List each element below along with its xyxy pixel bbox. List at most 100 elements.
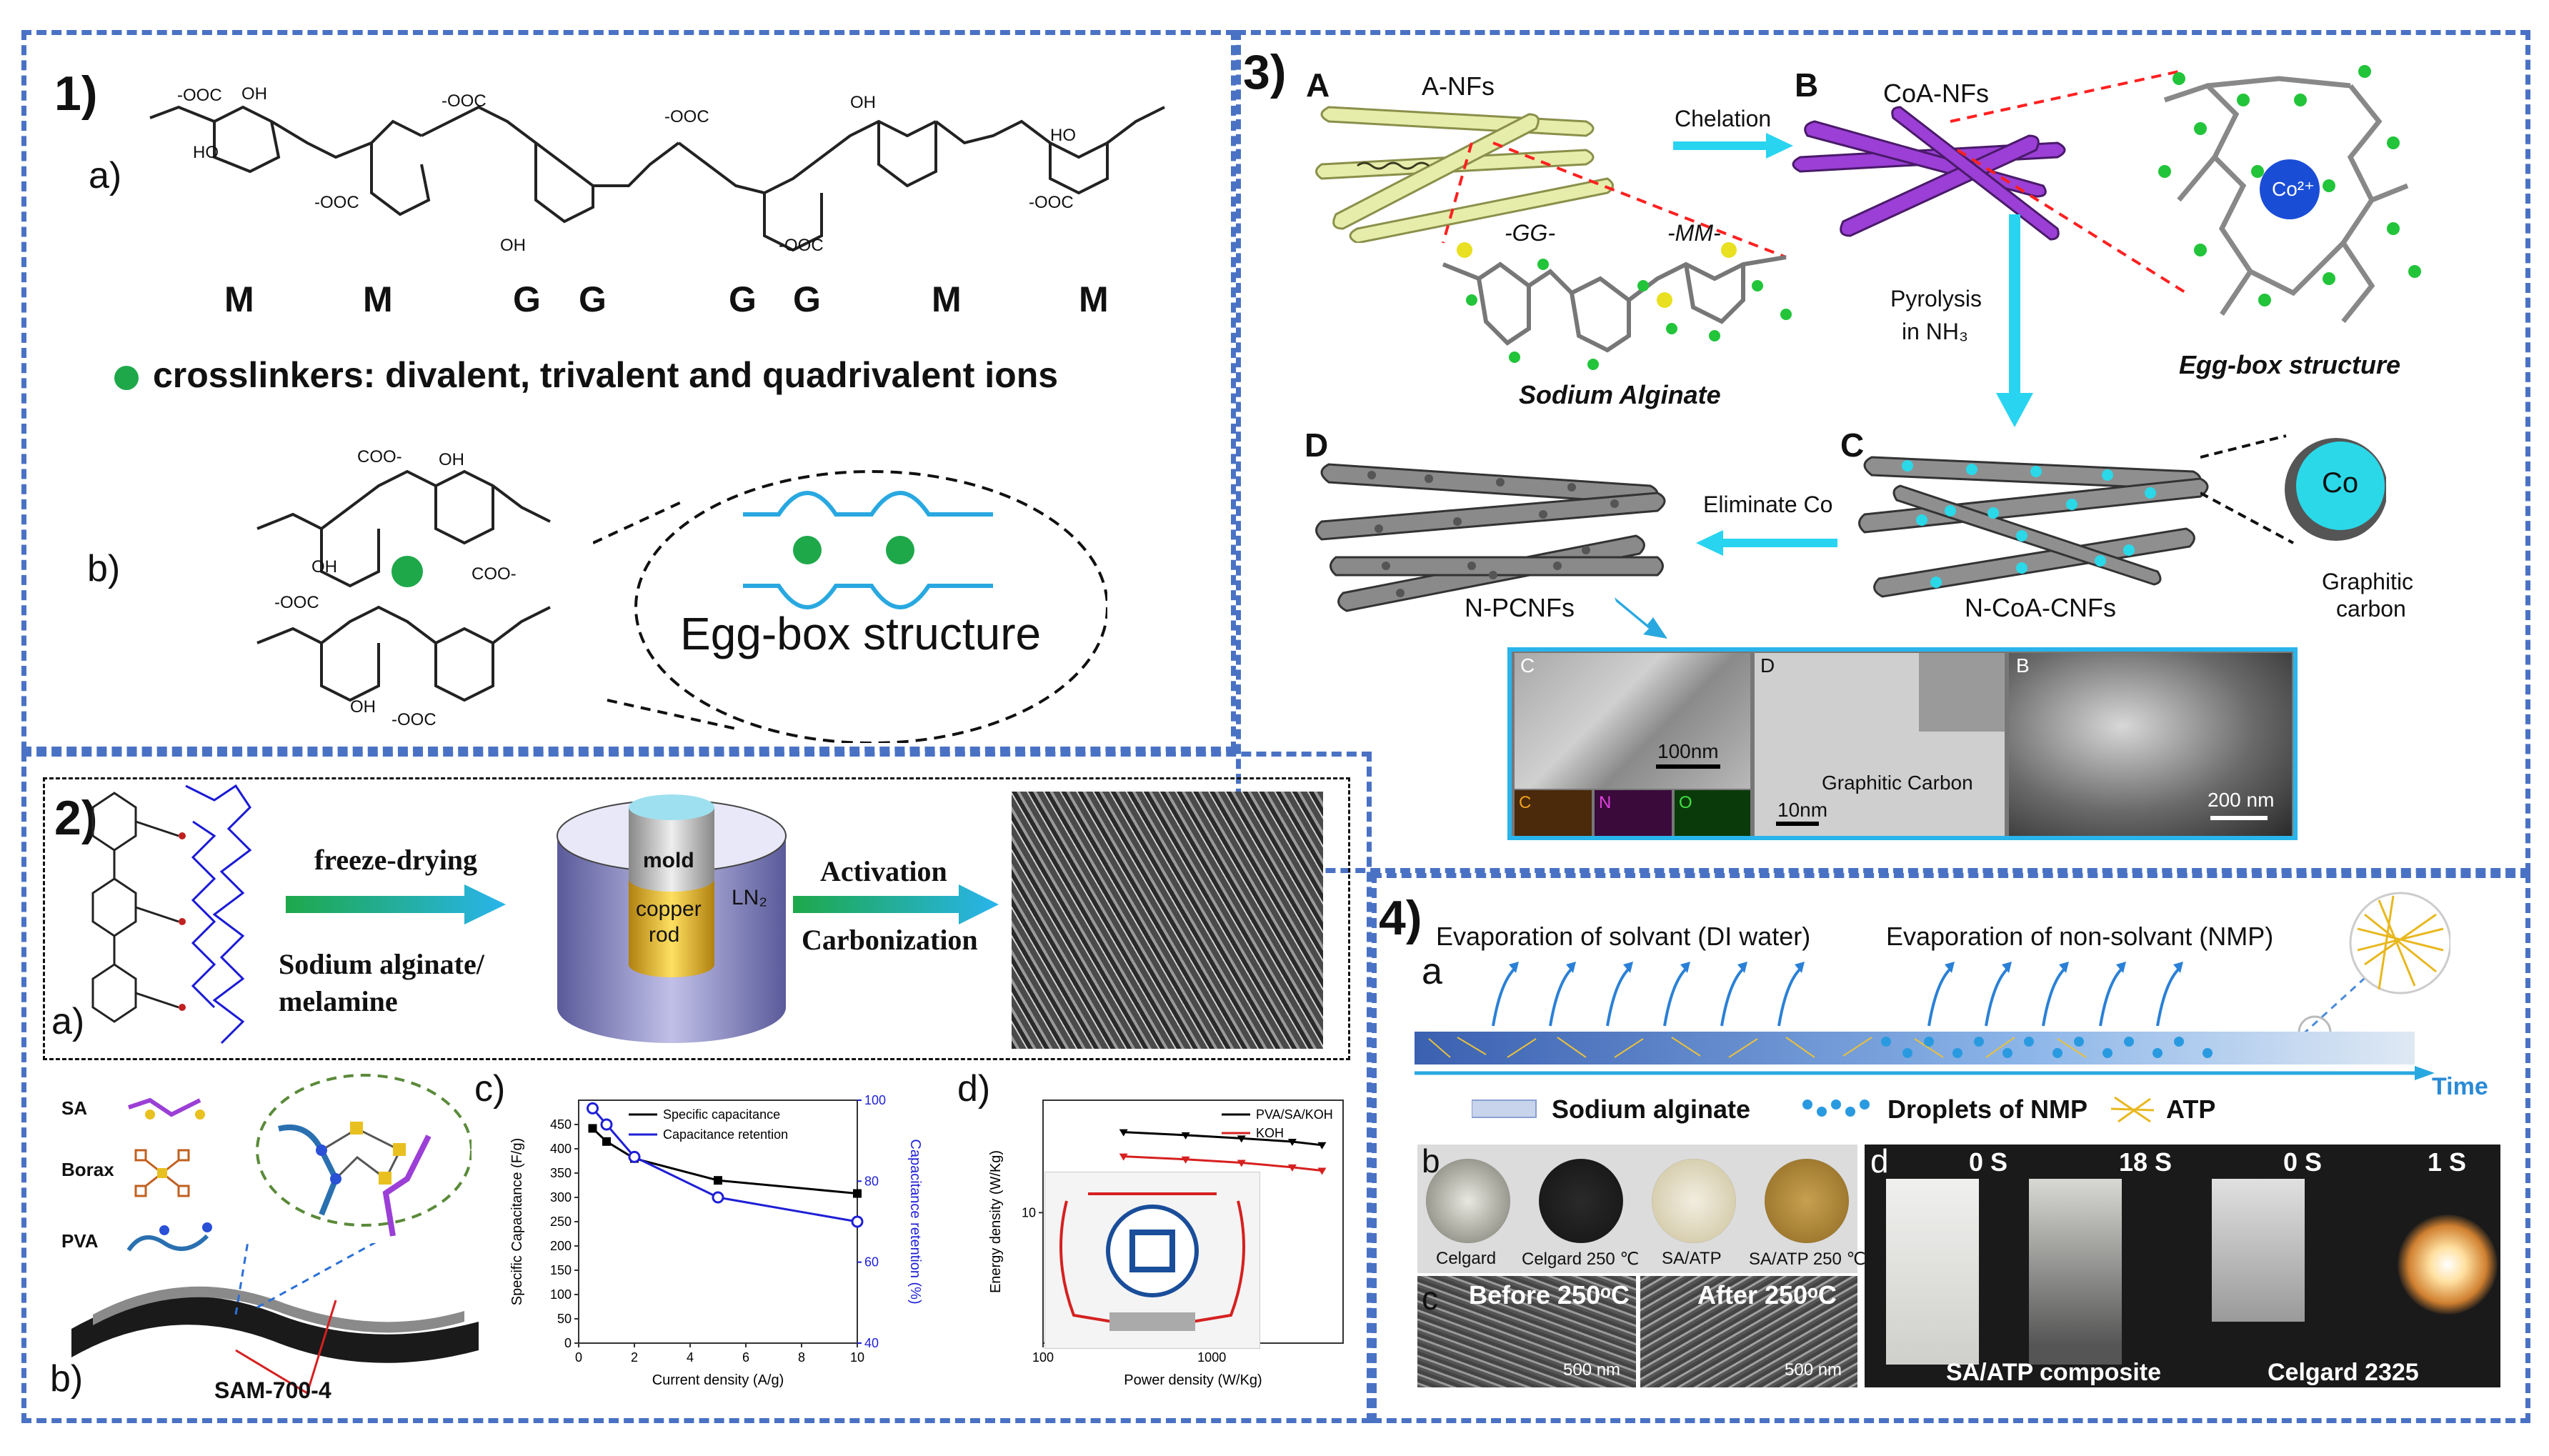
legend-label: Capacitance retention	[663, 1127, 788, 1142]
y-tick-label: 10	[1022, 1205, 1036, 1220]
eds-c-label: C	[1519, 793, 1532, 812]
x-tick-label: 4	[687, 1350, 694, 1365]
series-line	[592, 1107, 858, 1223]
panel-3-A-name: A-NFs	[1422, 71, 1495, 101]
eds-n-label: N	[1599, 793, 1612, 812]
panel-2-border	[21, 752, 1372, 1423]
dish-label: SA/ATP 250 ℃	[1749, 1250, 1866, 1269]
y-tick-label: 450	[550, 1117, 572, 1132]
y-tick-label: 250	[550, 1215, 572, 1229]
data-point	[1317, 1142, 1327, 1150]
legend-label: Specific capacitance	[663, 1107, 780, 1122]
evaporation-arrows	[1492, 962, 2183, 1027]
co-ion-label: Co²⁺	[2272, 178, 2315, 200]
sodium-alginate-melamine-label-2: melamine	[279, 985, 398, 1017]
y-tick-label: 300	[550, 1190, 572, 1205]
y2-tick-label: 80	[864, 1174, 879, 1188]
chem-label-1: -OOC	[177, 86, 222, 105]
time-label-1s: 1 S	[2428, 1147, 2467, 1177]
dish-sa-atp	[1652, 1159, 1736, 1243]
activation-arrow	[793, 884, 999, 924]
evap-solvent-label: Evaporation of solvant (DI water)	[1436, 922, 1811, 951]
chem-label-17: -OOC	[391, 710, 437, 729]
npcnf-label: N-PCNFs	[1465, 593, 1575, 622]
tem-c-scale: 100nm	[1657, 740, 1719, 762]
panel-3-border	[1236, 30, 2530, 873]
npcnf-fibers	[1315, 463, 1666, 612]
chelation-label: Chelation	[1675, 106, 1772, 131]
before-label: Before 250ᵒC	[1469, 1280, 1630, 1310]
eggbox-label: Egg-box structure	[680, 608, 1042, 659]
after-label: After 250ᵒC	[1697, 1280, 1837, 1310]
celgard-2325-label: Celgard 2325	[2268, 1359, 2419, 1386]
panel-4-number: 4)	[1379, 891, 1422, 945]
tem-c-letter: C	[1520, 654, 1535, 677]
unit-label: M	[224, 279, 254, 319]
y-tick-label: 200	[550, 1239, 572, 1253]
mold-label: mold	[643, 849, 694, 872]
unit-label: G	[513, 279, 541, 319]
unit-label: G	[579, 279, 607, 319]
data-point	[602, 1137, 611, 1146]
dish-celgard-250	[1539, 1159, 1623, 1243]
sodium-alginate-label: Sodium Alginate	[1519, 380, 1721, 409]
x-axis-label: Current density (A/g)	[652, 1372, 784, 1388]
tem-d-scalebar	[1776, 822, 1819, 826]
eggbox-chem-structure	[256, 469, 551, 702]
sem-b-scalebar	[2210, 816, 2268, 820]
activation-label: Activation	[820, 855, 947, 887]
carbonization-label: Carbonization	[802, 924, 978, 956]
dish-label: Celgard	[1436, 1249, 1497, 1268]
y2-tick-label: 60	[864, 1255, 879, 1270]
y2-tick-label: 40	[864, 1336, 879, 1350]
legend-nmp: Droplets of NMP	[1887, 1095, 2088, 1124]
panel-4a-label: a	[1422, 951, 1442, 992]
evap-nonsolvent-label: Evaporation of non-solvant (NMP)	[1886, 922, 2274, 951]
celgard-strip-0s	[2212, 1179, 2305, 1322]
sa-borax-pva-legend-icons	[126, 1097, 212, 1252]
y-axis-label: Energy density (W/Kg)	[988, 1150, 1004, 1293]
time-label-0s-celgard: 0 S	[2283, 1147, 2323, 1177]
chem-label-15: OH	[311, 557, 337, 577]
data-point	[712, 1191, 724, 1204]
chem-label-12: COO-	[357, 447, 402, 467]
y-tick-label: 150	[550, 1263, 572, 1277]
time-label-0s: 0 S	[1969, 1147, 2008, 1177]
chem-label-7: -OOC	[664, 107, 709, 126]
chem-label-10: -OOC	[1029, 193, 1074, 212]
melamine-alginate-structure	[91, 784, 252, 1044]
y-tick-label: 100	[550, 1287, 572, 1302]
y-tick-label: 400	[550, 1142, 572, 1156]
co-label: Co	[2322, 467, 2359, 499]
pyrolysis-label-1: Pyrolysis	[1890, 286, 1982, 311]
data-point	[600, 1118, 613, 1131]
panel-3-D-letter: D	[1305, 427, 1329, 464]
unit-label: G	[729, 279, 757, 319]
panel-1-border	[21, 30, 1236, 752]
chem-label-2: OH	[241, 84, 267, 104]
eliminate-arrow	[1696, 530, 1837, 556]
x-tick-label: 8	[798, 1350, 805, 1365]
ncoa-cnf-fibers	[1858, 456, 2209, 598]
panel-1a-label: a)	[89, 155, 122, 196]
freeze-mold-cylinder	[557, 794, 787, 1043]
panel-4c-label: c	[1422, 1280, 1438, 1317]
data-point	[851, 1215, 864, 1228]
legend-label: KOH	[1256, 1126, 1284, 1140]
unit-label: M	[1079, 279, 1109, 319]
data-point	[587, 1102, 599, 1115]
chem-label-3: HO	[193, 143, 219, 162]
sem-image-b	[2009, 653, 2292, 836]
chelation-arrow	[1673, 133, 1793, 159]
data-point	[1237, 1135, 1246, 1143]
chem-label-4: -OOC	[314, 193, 359, 212]
device-photo-content	[1059, 1192, 1245, 1331]
data-point	[853, 1189, 862, 1198]
graphitic-carbon-label: Graphitic Carbon	[1822, 772, 1973, 794]
panel-3-B-name: CoA-NFs	[1883, 79, 1990, 108]
time-label-18s: 18 S	[2119, 1147, 2173, 1177]
data-point	[714, 1176, 722, 1185]
legend-borax: Borax	[61, 1159, 114, 1180]
